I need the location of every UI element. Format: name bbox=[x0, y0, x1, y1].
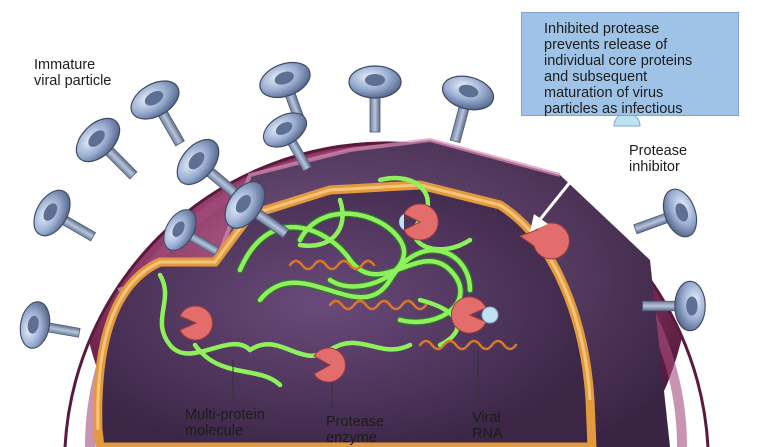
glycoprotein-spike bbox=[349, 66, 401, 132]
label-protease-enzyme: Protease enzyme bbox=[326, 414, 384, 446]
label-multi-protein-molecule: Multi-protein molecule bbox=[185, 407, 265, 439]
glycoprotein-spike bbox=[26, 184, 105, 258]
label-viral-rna: Viral RNA bbox=[472, 410, 503, 442]
label-immature-viral-particle: Immature viral particle bbox=[34, 57, 111, 89]
glycoprotein-spike bbox=[627, 185, 703, 253]
label-protease-inhibitor: Protease inhibitor bbox=[629, 143, 687, 175]
glycoprotein-spike bbox=[17, 299, 84, 355]
protease-inhibition-callout: Inhibited protease prevents release of i… bbox=[521, 12, 739, 116]
glycoprotein-spike bbox=[430, 71, 497, 148]
glycoprotein-spike bbox=[124, 73, 202, 156]
glycoprotein-spike bbox=[68, 110, 151, 193]
